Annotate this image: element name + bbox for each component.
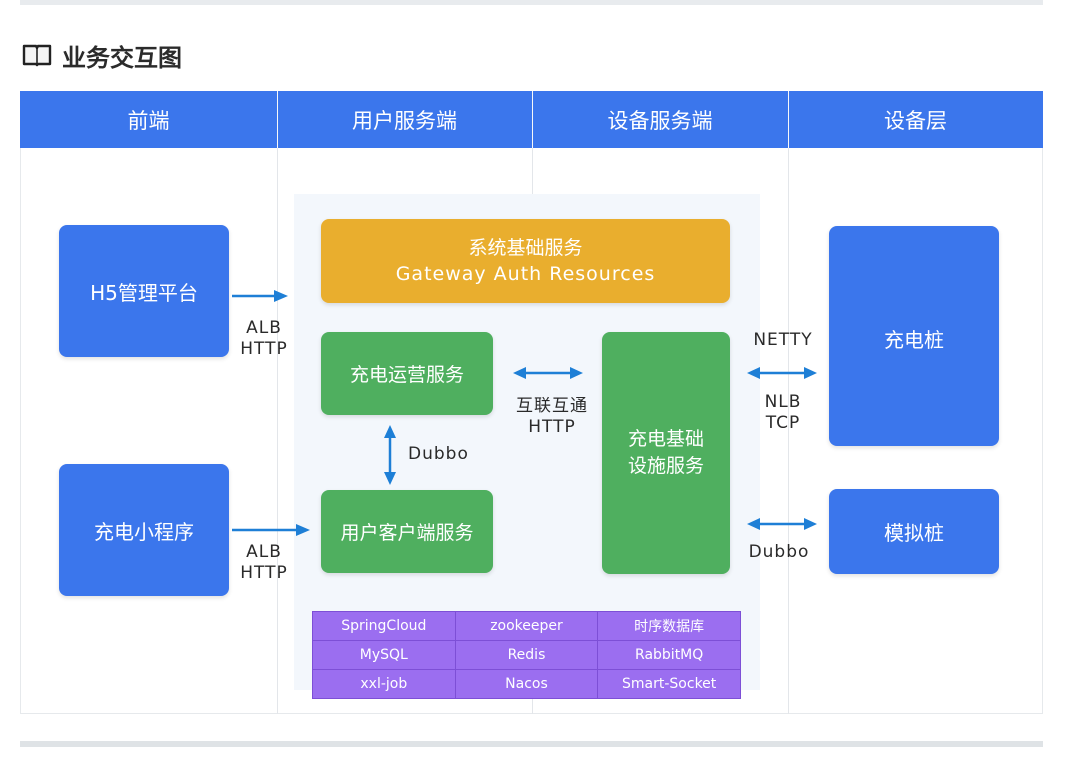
charging-infrastructure-service-node[interactable]: 充电基础 设施服务 — [602, 332, 730, 574]
tech-stack-cell: xxl-job — [312, 669, 456, 699]
h5-link-label: ALB HTTP — [234, 318, 294, 360]
charging-operation-service-node[interactable]: 充电运营服务 — [321, 332, 493, 415]
column-header-device-layer: 设备层 — [788, 91, 1043, 148]
simulated-pile-node[interactable]: 模拟桩 — [829, 489, 999, 574]
ops-infra-link-protocol-2: HTTP — [528, 417, 576, 437]
tech-stack-cell: 时序数据库 — [597, 611, 741, 641]
pile-link-top-label: NETTY — [753, 330, 813, 350]
column-divider — [277, 91, 278, 714]
tech-stack-cell: Redis — [454, 640, 599, 670]
header-divider — [277, 91, 278, 148]
tech-stack-cell: Smart-Socket — [597, 669, 741, 699]
ops-user-link-label: Dubbo — [408, 444, 469, 464]
column-divider — [788, 91, 789, 714]
tech-stack-cell: SpringCloud — [312, 611, 456, 641]
tech-stack-table: SpringCloud zookeeper 时序数据库 MySQL Redis … — [312, 611, 741, 699]
tech-stack-cell: zookeeper — [454, 611, 599, 641]
column-header-frontend: 前端 — [20, 91, 277, 148]
top-divider — [20, 0, 1043, 5]
sim-link-label: Dubbo — [748, 542, 810, 562]
section-title-text: 业务交互图 — [62, 43, 182, 72]
charging-operation-service-label: 充电运营服务 — [349, 364, 464, 386]
charging-infrastructure-label-1: 充电基础 — [627, 428, 704, 450]
user-client-service-label: 用户客户端服务 — [340, 522, 474, 544]
simulated-pile-label: 模拟桩 — [884, 521, 944, 545]
system-base-service-subtitle: Gateway Auth Resources — [395, 263, 656, 285]
infra-pile-bidirectional-arrow-icon — [747, 367, 817, 379]
charging-pile-node[interactable]: 充电桩 — [829, 226, 999, 446]
h5-link-protocol-2: HTTP — [240, 339, 288, 359]
miniprogram-link-label: ALB HTTP — [234, 542, 294, 584]
header-divider — [532, 91, 533, 148]
ops-user-bidirectional-arrow-icon — [384, 425, 396, 485]
tech-stack-row: SpringCloud zookeeper 时序数据库 — [312, 611, 741, 641]
h5-to-base-arrow-icon — [232, 290, 288, 302]
h5-admin-platform-label: H5管理平台 — [90, 280, 198, 305]
charging-miniprogram-node[interactable]: 充电小程序 — [59, 464, 229, 596]
header-divider — [788, 91, 789, 148]
miniprogram-link-protocol-2: HTTP — [240, 563, 288, 583]
tech-stack-cell: MySQL — [312, 640, 456, 670]
book-icon — [22, 43, 52, 67]
ops-infra-link-protocol-1: 互联互通 — [516, 396, 588, 416]
charging-pile-label: 充电桩 — [884, 328, 944, 352]
charging-infrastructure-label-2: 设施服务 — [627, 455, 704, 477]
section-title: 业务交互图 — [22, 38, 182, 72]
user-client-service-node[interactable]: 用户客户端服务 — [321, 490, 493, 573]
tech-stack-cell: Nacos — [454, 669, 599, 699]
charging-miniprogram-label: 充电小程序 — [94, 519, 194, 544]
tech-stack-cell: RabbitMQ — [597, 640, 741, 670]
infra-sim-bidirectional-arrow-icon — [747, 518, 817, 530]
tech-stack-row: xxl-job Nacos Smart-Socket — [312, 669, 741, 699]
system-base-service-title: 系统基础服务 — [468, 237, 583, 259]
pile-link-bottom-label: NLB TCP — [748, 392, 818, 434]
miniprogram-link-protocol-1: ALB — [246, 542, 282, 562]
pile-link-protocol-2: TCP — [765, 413, 801, 433]
ops-infra-bidirectional-arrow-icon — [513, 367, 583, 379]
tech-stack-row: MySQL Redis RabbitMQ — [312, 640, 741, 670]
column-header-user-service: 用户服务端 — [277, 91, 532, 148]
system-base-service-node[interactable]: 系统基础服务 Gateway Auth Resources — [321, 219, 730, 303]
column-header-device-service: 设备服务端 — [532, 91, 788, 148]
miniprogram-to-user-client-arrow-icon — [232, 524, 310, 536]
ops-infra-link-label: 互联互通 HTTP — [506, 396, 598, 438]
bottom-divider — [20, 741, 1043, 747]
pile-link-protocol-1: NLB — [764, 392, 802, 412]
h5-admin-platform-node[interactable]: H5管理平台 — [59, 225, 229, 357]
h5-link-protocol-1: ALB — [246, 318, 282, 338]
